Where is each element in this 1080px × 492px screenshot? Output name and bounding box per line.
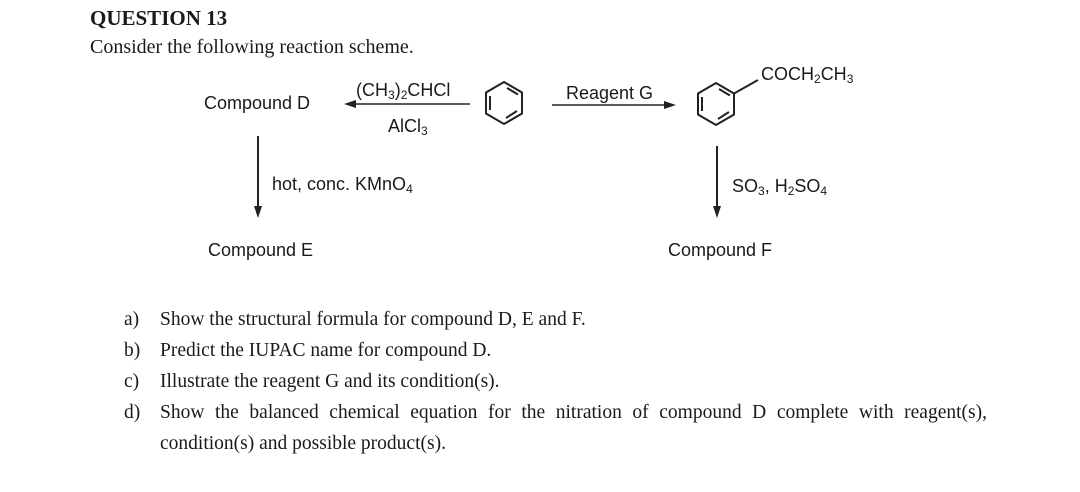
question-list: a) Show the structural formula for compou… [112,304,987,459]
benzene-ring [485,80,523,126]
question-label: b) [124,340,141,361]
aluminium-chloride-catalyst: AlCl3 [388,116,428,138]
compound-e-label: Compound E [208,240,314,260]
compound-d-label: Compound D [204,93,311,113]
arrow-to-compound-f [713,146,721,218]
substituent-bond [733,79,759,95]
reagent-g-label: Reagent G [566,83,654,103]
instruction-text: Consider the following reaction scheme. [90,36,414,58]
compound-f-label: Compound F [668,240,773,260]
question-item: b) Predict the IUPAC name for compound D. [112,335,987,366]
question-title: QUESTION 13 [90,6,228,30]
propanoyl-substituent: COCH2CH3 [761,64,854,86]
question-label: d) [124,402,141,423]
question-item: d) Show the balanced chemical equation fo… [112,397,987,459]
question-text: Illustrate the reagent G and its conditi… [160,371,500,392]
question-item: c) Illustrate the reagent G and its condi… [112,366,987,397]
question-item: a) Show the structural formula for compou… [112,304,987,335]
propiophenone-structure [697,79,759,127]
question-label: c) [124,371,140,392]
arrow-to-compound-e [254,136,262,218]
arrow-reagent-g [552,101,676,109]
reaction-scheme [254,79,759,218]
isopropyl-chloride-reagent: (CH3)2CHCl [356,80,451,102]
sulfonation-condition: SO3, H2SO4 [732,176,828,198]
arrow-to-compound-d [344,100,470,108]
question-text: Predict the IUPAC name for compound D. [160,340,492,361]
question-label: a) [124,309,140,330]
kmno4-condition: hot, conc. KMnO4 [272,174,413,196]
question-text: Show the structural formula for compound… [160,309,586,330]
question-text: Show the balanced chemical equation for … [160,402,987,454]
